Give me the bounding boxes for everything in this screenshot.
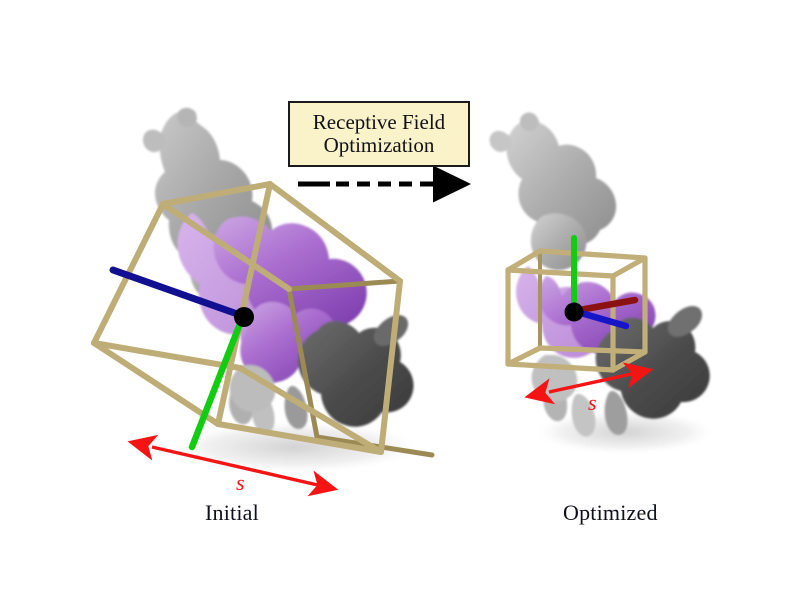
box-edge-vert-mid <box>215 181 273 427</box>
axis-green-initial <box>188 312 247 451</box>
molecule-dark-spike <box>373 315 409 346</box>
box-edge-back-top <box>286 278 403 292</box>
box-opt-edge-depth-bl <box>505 345 543 367</box>
wireframe-box-initial <box>91 181 435 458</box>
molecule-initial <box>142 107 414 434</box>
scale-arrow-optimized <box>524 362 654 405</box>
box-edge-top-left <box>160 181 273 207</box>
axes-initial <box>109 266 254 451</box>
molecule-grey-bump-a <box>142 129 166 153</box>
molecule-highlight-lower <box>240 301 337 383</box>
molecule-grey-head-opt <box>506 120 617 246</box>
rfo-label-line1: Receptive Field <box>312 110 446 135</box>
box-edge-top-back-left <box>160 201 292 292</box>
box-opt-edge-rear-bottom <box>537 345 648 355</box>
molecule-dark-spike-opt <box>667 306 703 337</box>
caption-initial: Initial <box>205 500 259 525</box>
molecule-grey-bump-opt-a <box>489 130 511 152</box>
molecule-foot-opt-b <box>571 393 596 437</box>
box-opt-edge-front-top <box>505 267 616 279</box>
axis-blue-initial <box>109 266 247 320</box>
molecule-grey-under <box>229 365 276 412</box>
box-edge-bottom-back <box>91 340 243 371</box>
rfo-label-line2: Optimization <box>323 133 435 157</box>
center-dot-initial <box>234 307 254 327</box>
scale-label-initial: s <box>236 470 245 495</box>
box-opt-edge-depth-tr <box>610 255 648 279</box>
scale-arrow-initial <box>127 434 339 497</box>
scale-arrow-initial-line <box>127 434 339 497</box>
caption-optimized: Optimized <box>563 500 658 525</box>
molecule-grey-under-opt <box>531 355 578 402</box>
box-edge-vert-right <box>378 278 403 455</box>
receptive-field-optimization-label-box: Receptive Field Optimization <box>288 101 470 167</box>
box-edge-bottom-left <box>91 340 221 427</box>
scale-arrow-optimized-line <box>524 362 654 405</box>
molecule-highlight-core <box>213 216 367 327</box>
scale-label-optimized: s <box>588 390 597 415</box>
axes-optimized <box>564 235 639 330</box>
molecule-grey-bump-opt-b <box>519 112 540 131</box>
box-opt-edge-depth-tl <box>505 248 543 273</box>
panel-optimized <box>489 112 710 437</box>
center-dot-optimized <box>564 302 584 322</box>
box-edge-bottom-far <box>237 365 384 455</box>
box-opt-edge-rear-top <box>537 248 648 261</box>
axis-red-optimized <box>570 296 639 315</box>
panel-initial <box>91 107 435 497</box>
box-edge-top-front-right <box>267 181 403 284</box>
molecule-grey-bump-b <box>177 107 197 128</box>
